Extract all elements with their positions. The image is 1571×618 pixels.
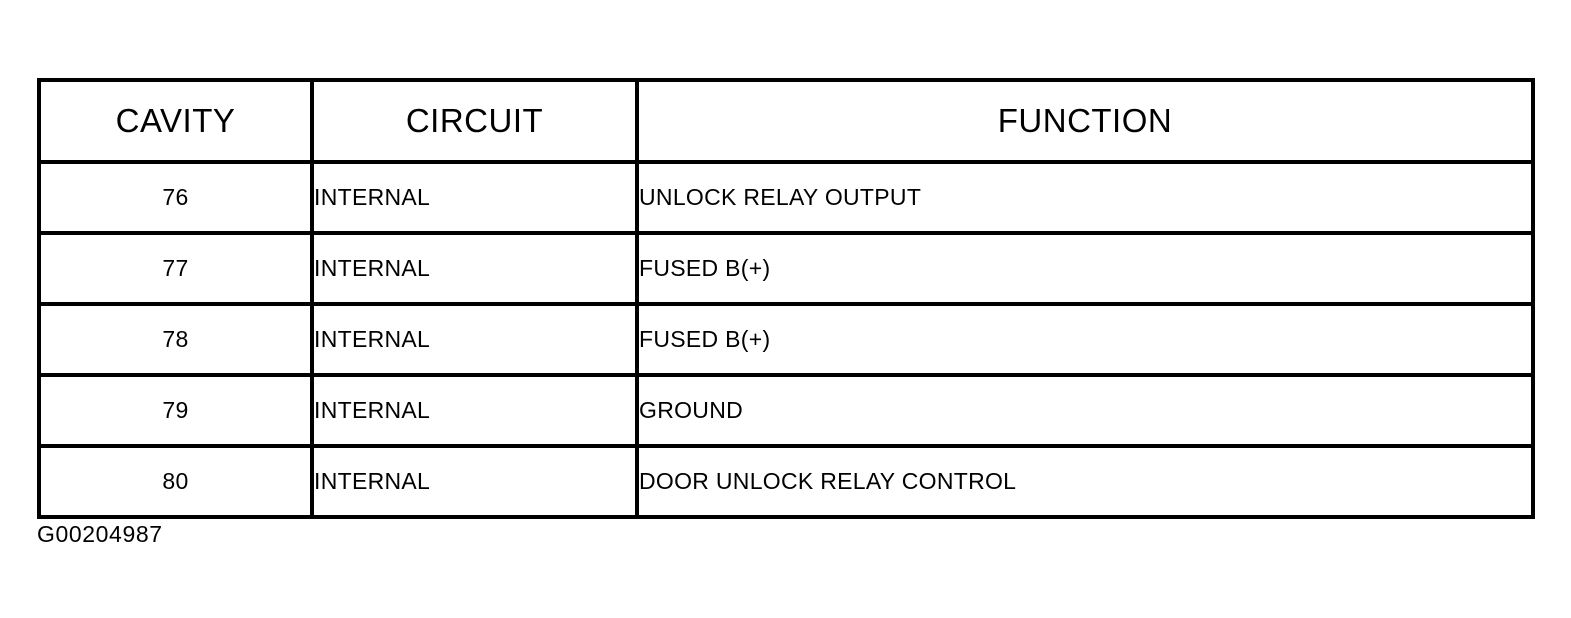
cell-cavity: 76 [37, 160, 314, 235]
cell-function: FUSED B(+) [635, 231, 1535, 306]
table-body: 76 INTERNAL UNLOCK RELAY OUTPUT 77 INTER… [37, 160, 1535, 519]
cell-cavity: 79 [37, 373, 314, 448]
table-header: CAVITY CIRCUIT FUNCTION [37, 78, 1535, 164]
table-row: 77 INTERNAL FUSED B(+) [37, 231, 1535, 306]
table-header-row: CAVITY CIRCUIT FUNCTION [37, 78, 1535, 164]
column-header-function: FUNCTION [635, 78, 1535, 164]
cell-circuit: INTERNAL [310, 444, 639, 519]
cell-circuit: INTERNAL [310, 302, 639, 377]
cell-cavity: 80 [37, 444, 314, 519]
table-row: 76 INTERNAL UNLOCK RELAY OUTPUT [37, 160, 1535, 235]
column-header-circuit: CIRCUIT [310, 78, 639, 164]
table-row: 79 INTERNAL GROUND [37, 373, 1535, 448]
cell-circuit: INTERNAL [310, 373, 639, 448]
cell-cavity: 78 [37, 302, 314, 377]
cell-function: UNLOCK RELAY OUTPUT [635, 160, 1535, 235]
table-row: 78 INTERNAL FUSED B(+) [37, 302, 1535, 377]
cell-circuit: INTERNAL [310, 231, 639, 306]
column-header-cavity: CAVITY [37, 78, 314, 164]
connector-pinout-table: CAVITY CIRCUIT FUNCTION 76 INTERNAL UNLO… [37, 78, 1535, 519]
cell-function: FUSED B(+) [635, 302, 1535, 377]
table-row: 80 INTERNAL DOOR UNLOCK RELAY CONTROL [37, 444, 1535, 519]
cell-function: DOOR UNLOCK RELAY CONTROL [635, 444, 1535, 519]
cell-cavity: 77 [37, 231, 314, 306]
figure-caption: G00204987 [37, 521, 163, 547]
cell-function: GROUND [635, 373, 1535, 448]
cell-circuit: INTERNAL [310, 160, 639, 235]
